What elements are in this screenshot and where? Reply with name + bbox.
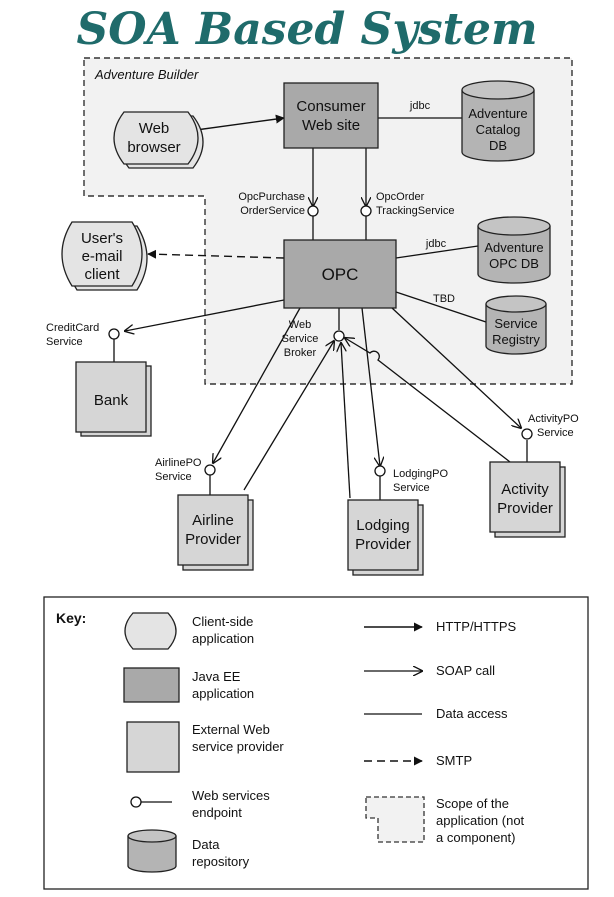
email-client-label-2: e-mail bbox=[82, 248, 123, 265]
page-title: SOA Based System bbox=[76, 4, 537, 55]
airline-provider-label-2: Provider bbox=[185, 531, 241, 548]
adventure-builder-scope bbox=[83, 57, 573, 385]
email-client-label-3: client bbox=[84, 266, 120, 283]
activity-provider-label-2: Provider bbox=[497, 500, 553, 517]
lodging-po-endpoint bbox=[374, 465, 386, 477]
jdbc-opc-label: jdbc bbox=[425, 238, 447, 250]
creditcard-service-endpoint bbox=[108, 328, 120, 340]
data-access-opc-db bbox=[395, 245, 479, 259]
activity-po-label-2: Service bbox=[537, 427, 574, 439]
catalog-db-label-2: Catalog bbox=[476, 122, 521, 137]
broker-label-3: Broker bbox=[284, 347, 317, 359]
airline-po-label-1: AirlinePO bbox=[155, 457, 202, 469]
service-registry-label-1: Service bbox=[494, 316, 537, 331]
service-registry-label-2: Registry bbox=[492, 332, 540, 347]
adventure-opc-db-node: Adventure OPC DB bbox=[477, 216, 551, 284]
legend-java-ee-icon bbox=[123, 667, 180, 703]
opc-db-label-1: Adventure bbox=[484, 240, 543, 255]
legend-repository-label-2: repository bbox=[192, 854, 250, 869]
legend-repository-label-1: Data bbox=[192, 837, 220, 852]
legend-scope-label-2: application (not bbox=[436, 813, 525, 828]
legend-client-app-label-2: application bbox=[192, 631, 254, 646]
legend-external-label-1: External Web bbox=[192, 722, 270, 737]
web-service-broker-endpoint bbox=[333, 330, 345, 342]
legend-java-ee-label-2: application bbox=[192, 686, 254, 701]
lodging-po-label-1: LodgingPO bbox=[393, 468, 448, 480]
legend-soap-label: SOAP call bbox=[436, 663, 495, 678]
tbd-label: TBD bbox=[433, 293, 455, 305]
data-access-opc-registry bbox=[395, 291, 487, 323]
legend-client-app-icon bbox=[124, 612, 177, 650]
airline-provider-label-1: Airline bbox=[192, 512, 234, 529]
legend-client-app-label-1: Client-side bbox=[192, 614, 253, 629]
activity-provider-label-1: Activity bbox=[501, 481, 549, 498]
soap-activity-to-broker bbox=[345, 338, 511, 463]
legend-external-label-2: service provider bbox=[192, 739, 284, 754]
airline-po-label-2: Service bbox=[155, 471, 192, 483]
soap-lodging-to-broker bbox=[341, 343, 351, 499]
web-browser-label-1: Web bbox=[139, 120, 170, 137]
legend-repository-icon bbox=[127, 836, 177, 873]
email-client-label-1: User's bbox=[81, 230, 123, 247]
consumer-web-site-label-1: Consumer bbox=[296, 98, 365, 115]
opc-purchase-label-1: OpcPurchase bbox=[238, 191, 305, 203]
activity-po-label-1: ActivityPO bbox=[528, 413, 579, 425]
consumer-web-site-label-2: Web site bbox=[302, 117, 360, 134]
airline-po-endpoint bbox=[204, 464, 216, 476]
opc-order-tracking-endpoint bbox=[360, 205, 372, 217]
legend-java-ee-label-1: Java EE bbox=[192, 669, 241, 684]
jdbc-catalog-label: jdbc bbox=[409, 100, 431, 112]
legend-http-label: HTTP/HTTPS bbox=[436, 619, 516, 634]
opc-label: OPC bbox=[322, 265, 359, 284]
soap-opc-to-airline bbox=[213, 307, 301, 463]
opc-node: OPC bbox=[283, 239, 397, 309]
lodging-po-label-2: Service bbox=[393, 482, 430, 494]
catalog-db-label-3: DB bbox=[489, 138, 507, 153]
soap-airline-to-broker bbox=[243, 341, 334, 491]
service-registry-node: Service Registry bbox=[485, 295, 547, 355]
opc-db-label-2: OPC DB bbox=[489, 256, 539, 271]
broker-label-1: Web bbox=[289, 319, 311, 331]
airline-provider-node: Airline Provider bbox=[177, 494, 254, 571]
broker-label-2: Service bbox=[282, 333, 319, 345]
opc-purchase-order-endpoint bbox=[307, 205, 319, 217]
creditcard-label-2: Service bbox=[46, 336, 83, 348]
lodging-provider-label-2: Provider bbox=[355, 536, 411, 553]
legend-smtp-label: SMTP bbox=[436, 753, 472, 768]
legend-endpoint-label-2: endpoint bbox=[192, 805, 242, 820]
legend-heading: Key: bbox=[56, 610, 86, 626]
soap-opc-to-activity bbox=[391, 307, 521, 428]
legend-endpoint-label-1: Web services bbox=[192, 788, 270, 803]
bank-label: Bank bbox=[94, 392, 129, 409]
legend-external-provider-icon bbox=[126, 721, 180, 773]
http-browser-to-website bbox=[195, 114, 285, 131]
opc-tracking-label-2: TrackingService bbox=[376, 205, 454, 217]
bank-node: Bank bbox=[75, 361, 152, 437]
web-browser-label-2: browser bbox=[127, 139, 180, 156]
catalog-db-label-1: Adventure bbox=[468, 106, 527, 121]
lodging-provider-label-1: Lodging bbox=[356, 517, 409, 534]
soap-opc-to-lodging bbox=[361, 307, 380, 466]
creditcard-label-1: CreditCard bbox=[46, 322, 99, 334]
soap-opc-to-creditcard bbox=[125, 299, 285, 331]
legend: Key: Client-side application Java EE app… bbox=[43, 596, 589, 890]
legend-endpoint-icon bbox=[130, 796, 142, 808]
opc-tracking-label-1: OpcOrder bbox=[376, 191, 425, 203]
adventure-catalog-db-node: Adventure Catalog DB bbox=[461, 80, 535, 162]
legend-data-access-label: Data access bbox=[436, 706, 508, 721]
activity-provider-node: Activity Provider bbox=[489, 461, 566, 538]
adventure-builder-label: Adventure Builder bbox=[94, 67, 199, 82]
legend-box bbox=[43, 596, 589, 890]
activity-po-endpoint bbox=[521, 428, 533, 440]
users-email-client-node: User's e-mail client bbox=[61, 221, 148, 291]
legend-scope-icon bbox=[365, 796, 425, 843]
consumer-web-site-node: Consumer Web site bbox=[283, 82, 379, 149]
web-browser-node: Web browser bbox=[113, 111, 204, 169]
opc-purchase-label-2: OrderService bbox=[240, 205, 305, 217]
legend-scope-label-3: a component) bbox=[436, 830, 516, 845]
lodging-provider-node: Lodging Provider bbox=[347, 499, 424, 576]
legend-scope-label-1: Scope of the bbox=[436, 796, 509, 811]
smtp-opc-to-email bbox=[147, 249, 285, 259]
